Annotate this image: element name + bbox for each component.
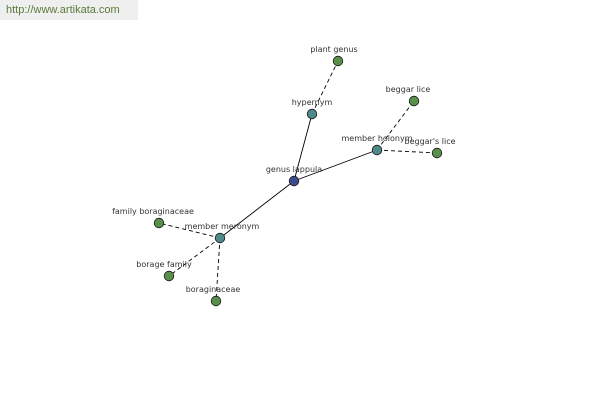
edge-root-to-member-holonym [293, 149, 378, 182]
node-boraginaceae[interactable] [210, 295, 222, 307]
node-label-beggars-lice[interactable]: beggar's lice [404, 137, 455, 146]
edge-root-to-hypernym [293, 113, 313, 182]
node-label-beggar-lice[interactable]: beggar lice [386, 85, 431, 94]
node-label-boraginaceae[interactable]: boraginaceae [186, 285, 241, 294]
node-label-member-meronym[interactable]: member meronym [185, 222, 260, 231]
edge-hypernym-to-plant-genus [311, 60, 339, 115]
node-member-holonym[interactable] [371, 144, 383, 156]
node-hypernym[interactable] [306, 108, 318, 120]
edge-member-meronym-to-family-boraginaceae [158, 222, 221, 239]
node-borage-family[interactable] [163, 270, 175, 282]
node-label-root[interactable]: genus lappula [266, 165, 322, 174]
node-label-plant-genus[interactable]: plant genus [310, 45, 357, 54]
edge-member-meronym-to-borage-family [168, 237, 221, 277]
node-label-member-holonym[interactable]: member holonym [341, 134, 412, 143]
graph-labels: genus lappula hypernym member holonym membe… [112, 45, 456, 294]
node-label-borage-family[interactable]: borage family [136, 260, 192, 269]
source-url-banner[interactable]: http://www.artikata.com [0, 0, 138, 20]
node-family-boraginaceae[interactable] [153, 217, 165, 229]
node-root[interactable] [288, 175, 300, 187]
node-label-hypernym[interactable]: hypernym [292, 98, 333, 107]
node-beggar-lice[interactable] [408, 95, 420, 107]
node-plant-genus[interactable] [332, 55, 344, 67]
node-member-meronym[interactable] [214, 232, 226, 244]
edge-member-holonym-to-beggars-lice [376, 149, 438, 154]
node-beggars-lice[interactable] [431, 147, 443, 159]
edge-member-holonym-to-beggar-lice [376, 100, 415, 151]
graph-edges [158, 60, 438, 302]
edge-member-meronym-to-boraginaceae [215, 237, 221, 302]
edge-root-to-member-meronym [219, 180, 295, 239]
node-label-family-boraginaceae[interactable]: family boraginaceae [112, 207, 194, 216]
graph-nodes [153, 55, 443, 307]
